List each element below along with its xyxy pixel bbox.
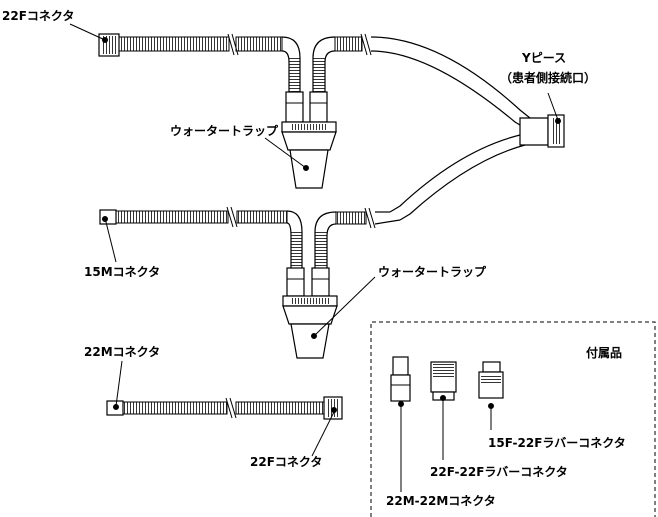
- accessories-box: [370, 321, 656, 517]
- label-22f-22f-rubber-connector: 22F-22Fラバーコネクタ: [430, 465, 568, 479]
- hose-y-to-lower: [389, 134, 526, 221]
- bottom-circuit: [99, 206, 401, 359]
- water-trap-top: [281, 121, 337, 189]
- label-22f-connector-top: 22Fコネクタ: [2, 9, 74, 23]
- connector-15m: [99, 209, 117, 225]
- top-hose-right: [334, 33, 531, 129]
- label-y-piece: Yピース: [521, 51, 566, 65]
- y-piece: [519, 114, 565, 148]
- label-15m-connector: 15Mコネクタ: [84, 265, 160, 279]
- label-22f-connector-bottom: 22Fコネクタ: [250, 455, 322, 469]
- accessory-22m-22m: [390, 356, 411, 402]
- label-22m-22m-connector: 22M-22Mコネクタ: [386, 494, 496, 508]
- water-trap-bottom: [282, 295, 338, 359]
- label-accessories: 付属品: [586, 345, 622, 360]
- standalone-hose: [106, 396, 343, 420]
- label-water-trap-bottom: ウォータートラップ: [378, 264, 487, 279]
- label-y-piece-patient-port: （患者側接続口）: [500, 70, 596, 85]
- connector-22f-top: [98, 33, 120, 57]
- label-water-trap-top: ウォータートラップ: [170, 123, 279, 138]
- accessory-22f-22f-rubber: [430, 361, 457, 401]
- accessory-15f-22f-rubber: [478, 361, 504, 399]
- top-hose-left: [118, 33, 283, 56]
- leader-lines: [69, 23, 561, 492]
- top-circuit: [98, 33, 531, 189]
- label-22m-connector: 22Mコネクタ: [84, 345, 160, 359]
- label-15f-22f-rubber-connector: 15F-22Fラバーコネクタ: [488, 436, 626, 450]
